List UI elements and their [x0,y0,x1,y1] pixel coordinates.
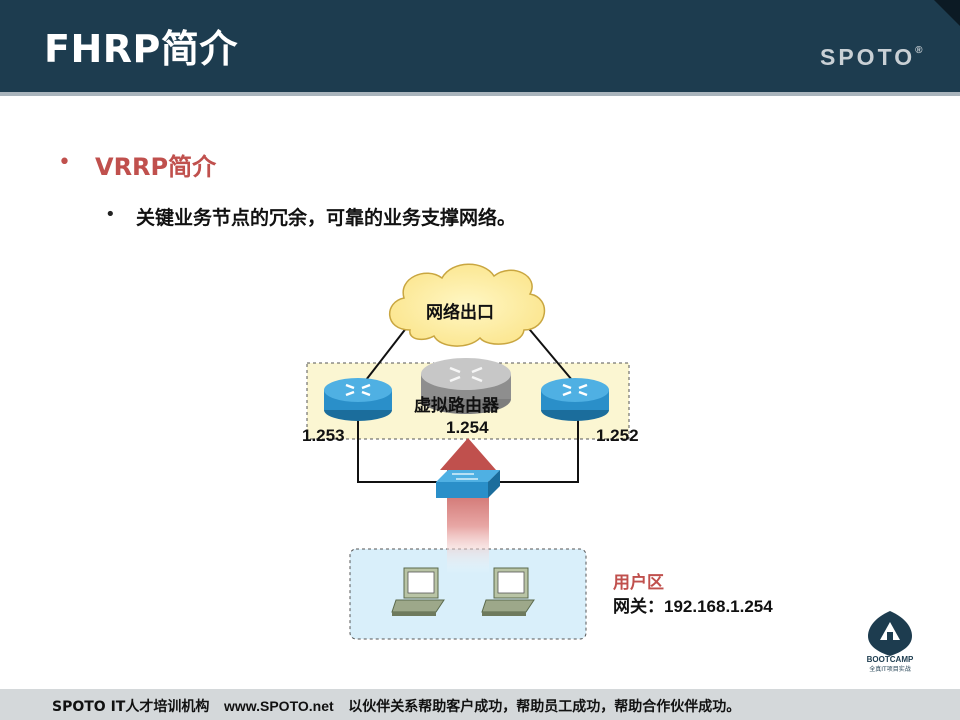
logo-text: SPOTO [820,44,916,70]
bootcamp-name: BOOTCAMP [866,655,914,664]
bootcamp-subtitle: 全真IT项目实战 [869,666,911,673]
pc-icon-left [391,567,445,616]
footer-site: www.SPOTO.net [223,698,334,714]
bullet-subtext: 关键业务节点的冗余，可靠的业务支撑网络。 [136,207,517,229]
gateway-label: 网关： [613,597,664,617]
corner-decoration [934,0,960,26]
gateway-arrow [440,438,496,574]
slide-title: FHRP简介 [44,27,238,71]
right-router-ip: 1.252 [596,426,639,445]
slide-header [0,0,960,92]
spoto-logo: SPOTO® [820,44,922,71]
gateway-value: 192.168.1.254 [664,597,773,616]
registered-mark: ® [915,45,923,56]
bullet-dot: • [58,150,71,175]
slide-footer [0,689,960,720]
gateway-text: 网关：192.168.1.254 [613,592,773,617]
cloud-icon [388,263,546,347]
link-right-router-switch [496,418,579,483]
switch-icon [436,470,500,498]
header-divider [0,92,960,96]
router-icon-right [541,378,609,421]
bullet-heading: VRRP简介 [95,153,217,181]
left-router-ip: 1.253 [302,426,345,445]
virtual-router-ip: 1.254 [446,418,489,437]
footer-text: SPOTO IT人才培训机构 www.SPOTO.net 以伙伴关系帮助客户成功… [52,696,740,716]
pc-icon-right [481,567,535,616]
link-left-router-switch [357,418,440,483]
router-icon-left [324,378,392,421]
footer-slogan: 以伙伴关系帮助客户成功，帮助员工成功，帮助合作伙伴成功。 [348,699,741,715]
bootcamp-badge: BOOTCAMP 全真IT项目实战 [858,606,922,676]
user-zone-label: 用户区 [613,573,664,593]
virtual-router-icon [421,358,511,414]
sub-bullet-dot: • [105,204,116,225]
footer-org: SPOTO IT人才培训机构 [52,699,210,715]
virtual-router-label: 虚拟路由器 [414,396,499,416]
bootcamp-logo-icon [868,611,912,656]
cloud-label: 网络出口 [426,303,494,323]
